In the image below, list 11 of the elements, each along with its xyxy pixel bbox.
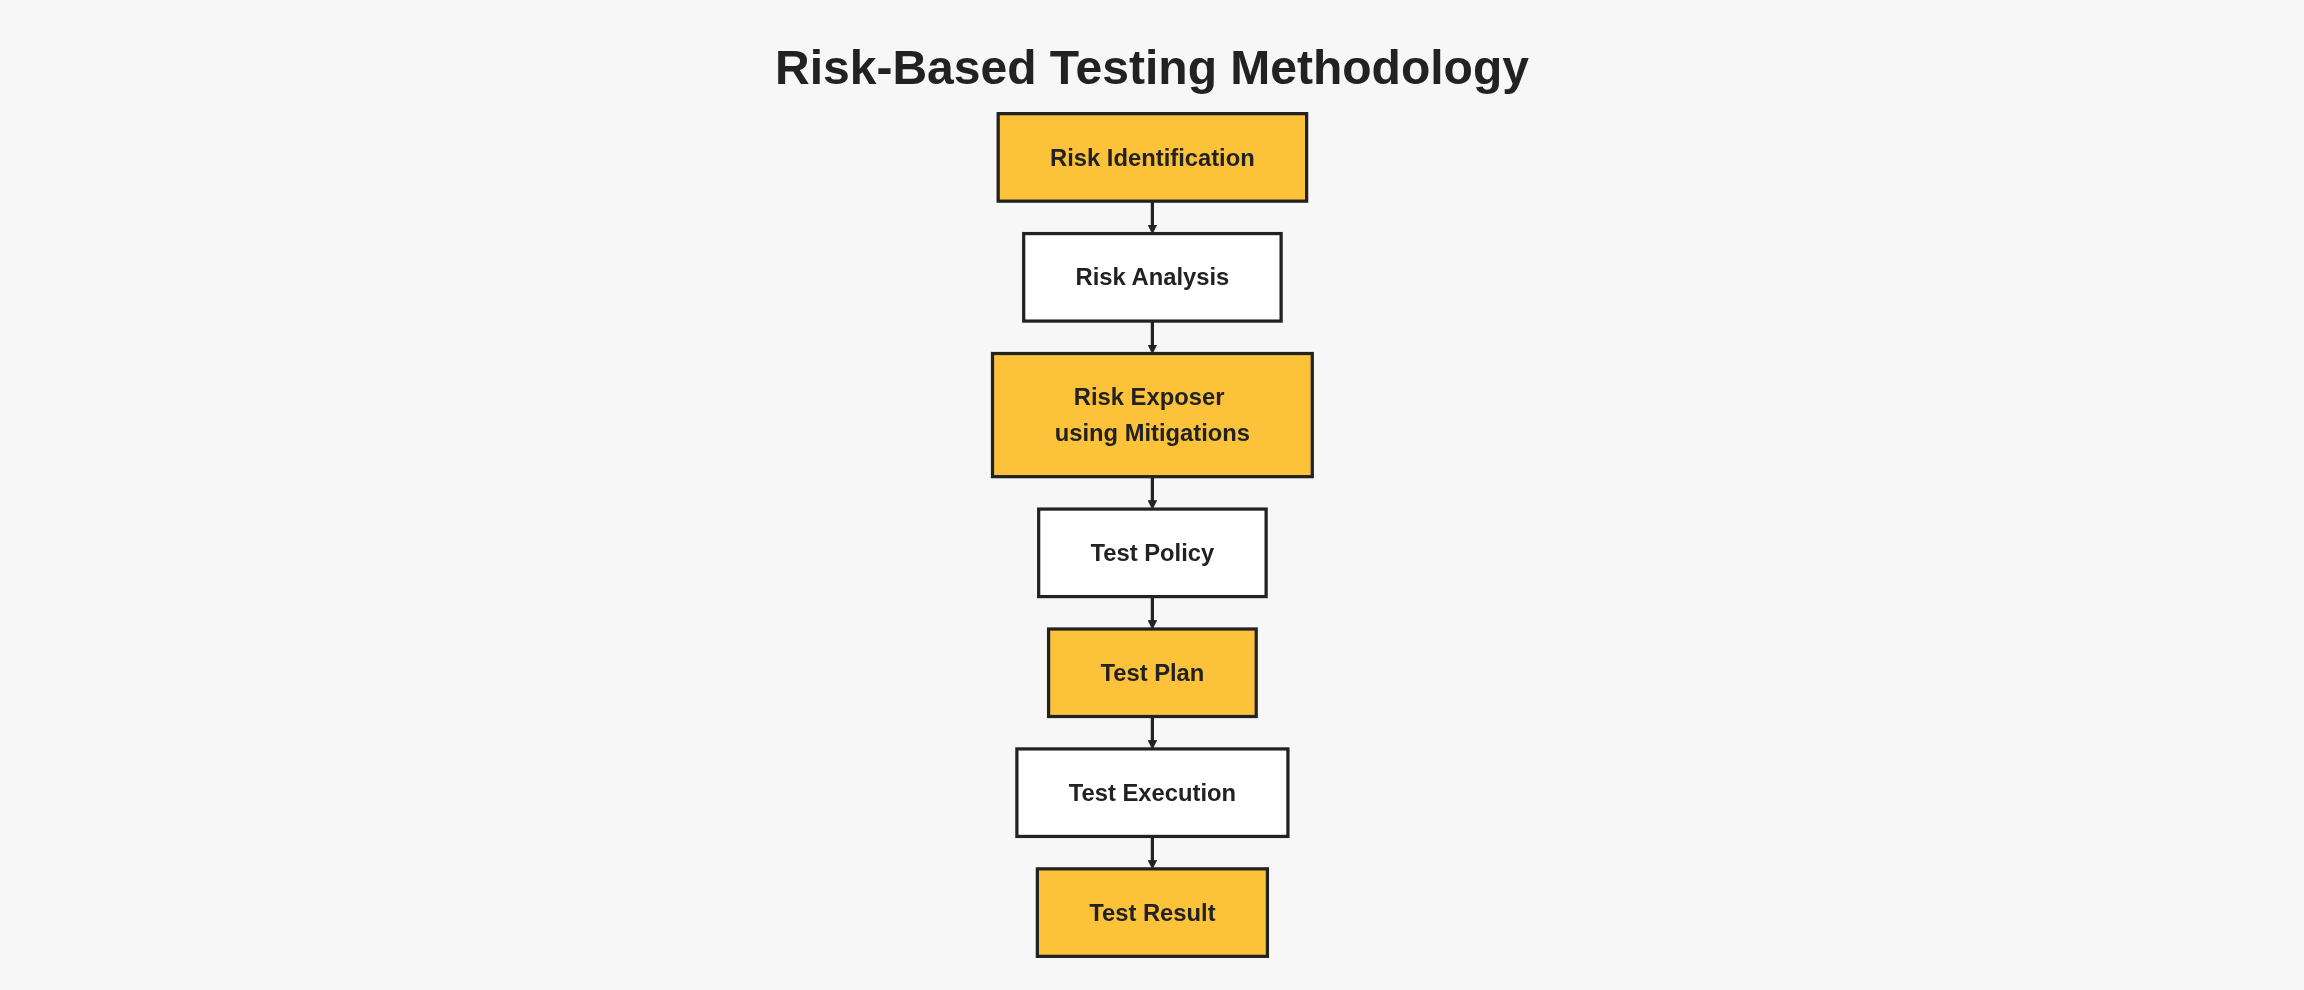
node-box: Test Result	[1035, 867, 1269, 958]
node-box: Risk Analysis	[1021, 231, 1283, 323]
diagram-title: Risk-Based Testing Methodology	[775, 40, 1529, 95]
node-box: Test Plan	[1046, 627, 1258, 719]
node-box: Test Execution	[1014, 747, 1290, 839]
node-box: Risk Exposer using Mitigations	[990, 351, 1314, 479]
arrow	[1147, 321, 1157, 354]
arrow	[1147, 201, 1157, 234]
node-box: Test Policy	[1036, 507, 1268, 599]
arrow	[1147, 476, 1157, 510]
node-box: Risk Identification	[996, 112, 1308, 203]
